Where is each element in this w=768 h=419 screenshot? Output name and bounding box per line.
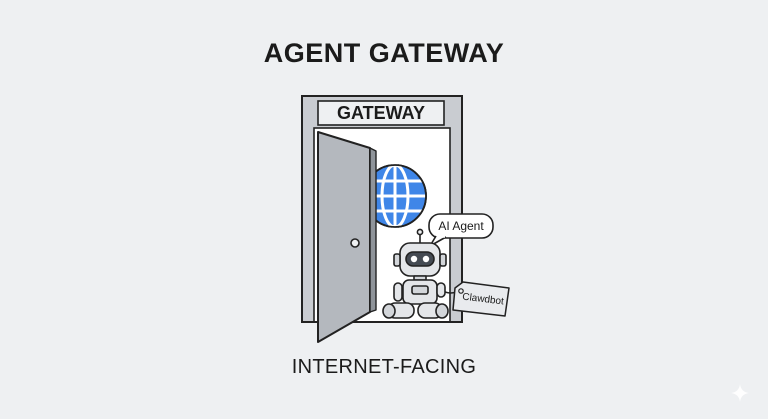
caption: INTERNET-FACING <box>291 356 477 378</box>
door-icon <box>317 131 377 343</box>
speech-bubble-text: AI Agent <box>438 219 484 233</box>
speech-bubble: AI Agent <box>428 213 494 247</box>
name-tag: Clawdbot <box>452 281 510 317</box>
gateway-sign: GATEWAY <box>317 100 445 126</box>
name-tag-text: Clawdbot <box>462 292 505 308</box>
gateway-sign-text: GATEWAY <box>337 103 425 123</box>
robot-icon <box>382 228 457 319</box>
sparkle-icon <box>731 384 749 402</box>
page-title: AGENT GATEWAY <box>263 38 505 68</box>
